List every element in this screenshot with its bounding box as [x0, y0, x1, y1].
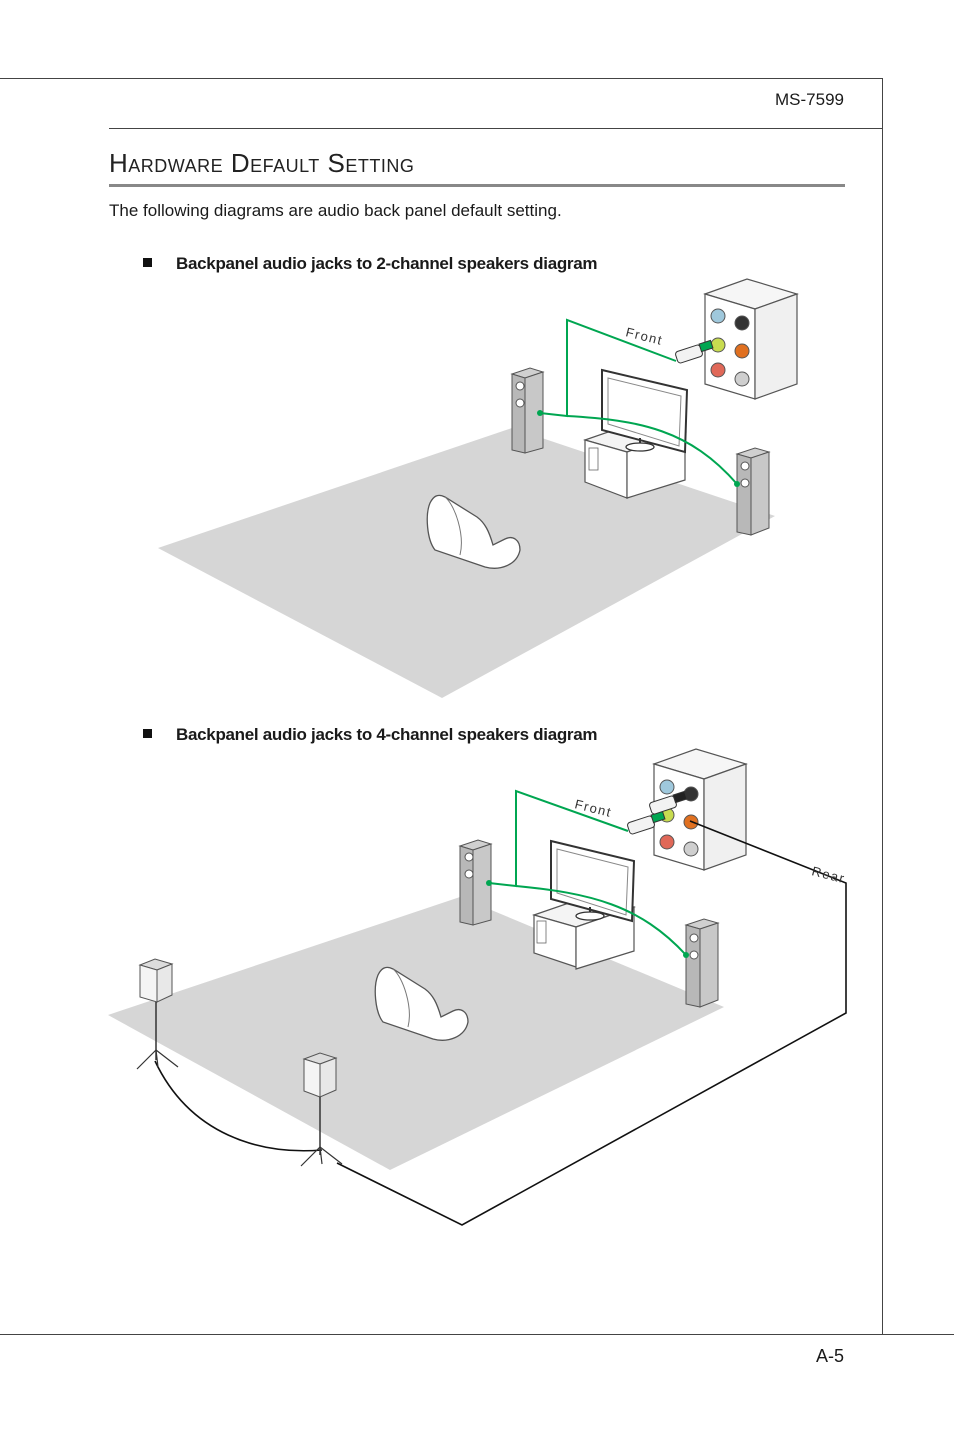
header-bottom-rule: [109, 128, 882, 129]
tv-monitor-icon: [550, 839, 636, 923]
bullet-square-icon: [143, 258, 152, 267]
rear-speaker-cable: [154, 820, 847, 1226]
two-channel-diagram: Front: [158, 278, 799, 698]
pc-back-panel-icon: [652, 748, 748, 871]
diagram-1-caption: Backpanel audio jacks to 2-channel speak…: [143, 254, 598, 274]
diagram-2-caption-text: Backpanel audio jacks to 4-channel speak…: [176, 725, 598, 744]
front-right-speaker-icon: [735, 447, 771, 536]
front-left-speaker-icon: [458, 839, 493, 926]
tv-monitor-icon: [601, 368, 689, 454]
model-number: MS-7599: [775, 90, 844, 109]
bullet-square-icon: [143, 729, 152, 738]
rear-right-speaker-icon: [300, 1052, 343, 1167]
pc-back-panel-icon: [703, 278, 799, 400]
rear-left-speaker-icon: [136, 958, 179, 1070]
page-number: A-5: [815, 1346, 844, 1366]
couch-icon: [374, 966, 469, 1041]
front-left-speaker-icon: [510, 367, 545, 454]
title-underline: [109, 184, 845, 187]
front-label: Front: [573, 796, 613, 820]
right-margin-rule: [882, 78, 883, 1335]
audio-plug-icon: [627, 790, 688, 835]
rear-label: Rear: [810, 863, 847, 886]
section-title: Hardware Default Setting: [109, 148, 415, 178]
intro-text: The following diagrams are audio back pa…: [109, 201, 562, 220]
audio-plug-icon: [675, 339, 714, 364]
header-top-rule: [0, 78, 882, 79]
footer-rule: [0, 1334, 954, 1335]
couch-icon: [426, 494, 521, 569]
four-channel-diagram: Front Rear: [108, 748, 847, 1226]
diagram-1-caption-text: Backpanel audio jacks to 2-channel speak…: [176, 254, 598, 273]
front-speaker-cable: [488, 789, 687, 956]
front-speaker-cable: [539, 318, 738, 485]
front-right-speaker-icon: [684, 918, 720, 1008]
diagram-2-caption: Backpanel audio jacks to 4-channel speak…: [143, 725, 598, 745]
